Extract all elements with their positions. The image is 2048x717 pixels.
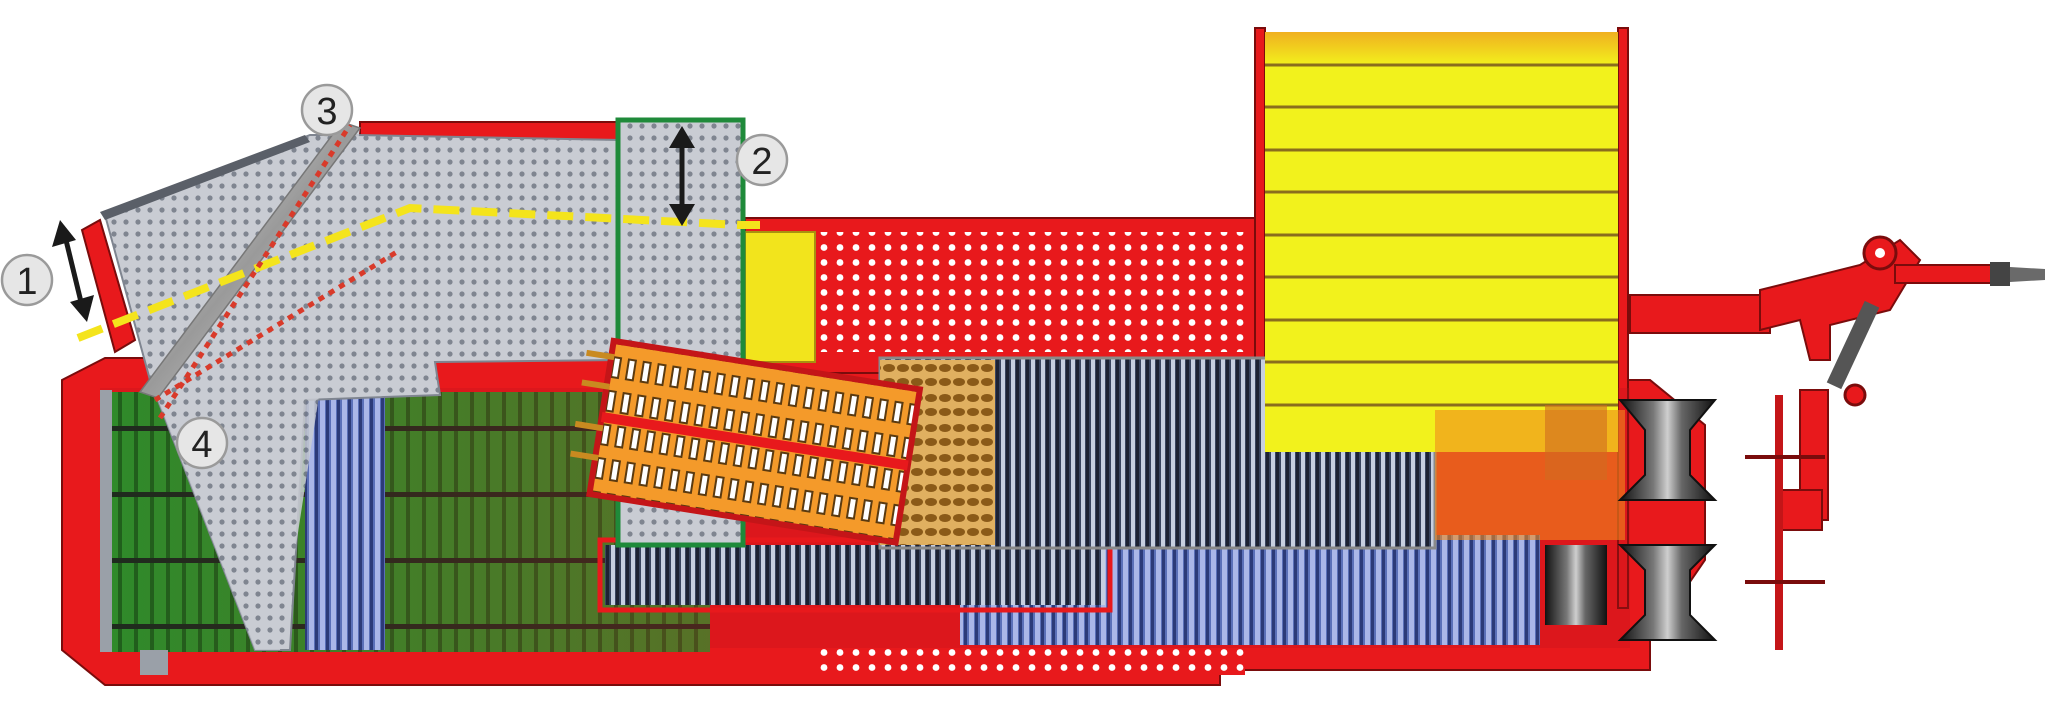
double-arrow-icon bbox=[669, 126, 695, 226]
lower-roller-bank bbox=[605, 545, 1105, 605]
perforated-panel-top bbox=[815, 232, 1245, 352]
intake-plate bbox=[744, 231, 816, 363]
wheel-icon bbox=[1617, 399, 1718, 641]
callout-4: 4 bbox=[175, 416, 229, 470]
callout-2: 2 bbox=[735, 133, 789, 187]
hopper bbox=[1265, 32, 1625, 540]
perforated-panel-bottom bbox=[815, 645, 1245, 675]
hitch-icon bbox=[1629, 235, 2045, 650]
double-arrow-icon bbox=[52, 220, 94, 322]
adjust-line bbox=[76, 203, 760, 342]
callout-label: 4 bbox=[191, 424, 212, 466]
callout-3: 3 bbox=[300, 83, 354, 137]
drive-gear bbox=[1545, 405, 1607, 625]
orange-roller-bank bbox=[570, 337, 924, 546]
callout-label: 1 bbox=[16, 261, 37, 303]
blue-roller-section bbox=[305, 392, 385, 650]
callout-label: 3 bbox=[316, 91, 337, 133]
left-wall bbox=[100, 390, 112, 652]
pivot-line-outer bbox=[157, 123, 353, 420]
callout-label: 2 bbox=[751, 141, 772, 183]
callout-1: 1 bbox=[0, 253, 54, 307]
sieve-screen bbox=[100, 125, 621, 651]
